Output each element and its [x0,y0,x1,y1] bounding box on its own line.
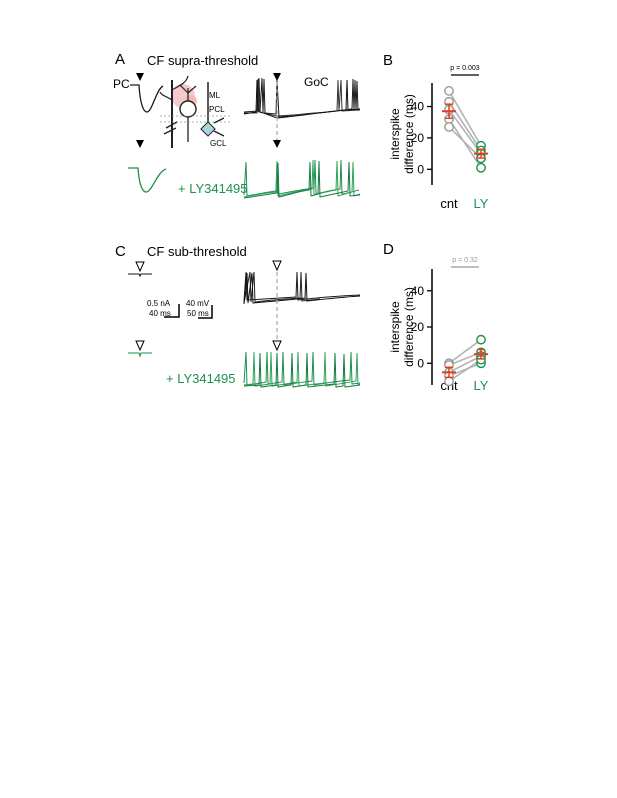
purkinje-soma [179,100,197,118]
stim-marker-pc-drug [136,140,144,148]
data-point-drug [476,334,486,345]
scale-bar-current-bottom: 40 ms [149,309,171,318]
p-value-label: p = 0.32 [452,257,478,264]
y-tick-label: 20 [411,320,425,334]
y-tick-label: 0 [417,162,424,176]
y-tick-label: 0 [417,356,424,370]
pc-current-trace-sub-drug [128,352,152,358]
paired-line [448,90,482,147]
y-tick-label: 40 [411,284,425,298]
stim-marker-pc-control [136,73,144,81]
panel-c-drug-label: + LY341495 [166,371,236,386]
scale-bar-voltage: 40 mV 50 ms [186,299,213,319]
panel-d-letter: D [383,241,394,258]
y-axis-label-line: interspike [388,108,402,160]
p-value-label: p = 0.003 [450,65,479,72]
panel-c-title: CF sub-threshold [147,244,247,259]
pc-current-trace-drug [128,167,167,193]
panel-b-letter: B [383,52,393,69]
data-point-control [444,376,454,387]
stim-marker-pc-sub-drug [135,340,145,352]
goc-voltage-traces-control [243,77,361,119]
stim-marker-goc-drug [273,140,281,148]
paired-line [448,358,482,383]
data-point-control [444,85,454,96]
y-axis-label-line: interspike [388,301,402,353]
stim-marker-goc-sub-control [272,260,282,272]
y-tick-label: 40 [411,100,425,114]
scale-bar-voltage-top: 40 mV [186,299,210,308]
scale-bar-current: 0.5 nA 40 ms [147,299,180,318]
goc-voltage-traces-sub-drug [243,351,361,388]
scale-bar-voltage-bottom: 50 ms [187,309,209,318]
stim-marker-pc-sub-control [135,261,145,273]
stim-marker-goc-control [273,73,281,81]
golgi-cell-soma [200,121,216,137]
scale-bar-current-top: 0.5 nA [147,299,171,308]
paired-line [448,101,482,151]
y-axis-label: interspikedifference (ms) [388,94,416,174]
pc-current-trace-control [130,84,164,113]
category-label: LY [474,378,489,393]
data-point-drug [476,162,486,173]
panel-a-drug-label: + LY341495 [178,181,248,196]
panel-a-title: CF supra-threshold [147,53,258,68]
category-label: LY [474,196,489,211]
goc-voltage-traces-drug [243,159,361,199]
layer-ml: ML [209,91,221,100]
paired-line [448,339,482,364]
paired-line [448,109,482,155]
stim-marker-goc-sub-drug [272,340,282,352]
paired-line [448,355,482,374]
y-tick-label: 20 [411,131,425,145]
circuit-schematic: ML PCL GCL [159,75,230,148]
data-point-control [444,122,454,132]
category-label: cnt [440,196,458,211]
pc-current-trace-sub-control [128,273,152,278]
pc-label: PC [113,77,130,91]
y-axis-label: interspikedifference (ms) [388,287,416,367]
layer-pcl: PCL [209,105,225,114]
y-axis-label-line: difference (ms) [402,94,416,174]
layer-gcl: GCL [210,139,227,148]
y-axis-label-line: difference (ms) [402,287,416,367]
panel-a-letter: A [115,51,125,68]
goc-label: GoC [304,75,329,89]
goc-voltage-traces-sub-control [243,271,361,305]
panel-c-letter: C [115,243,126,260]
